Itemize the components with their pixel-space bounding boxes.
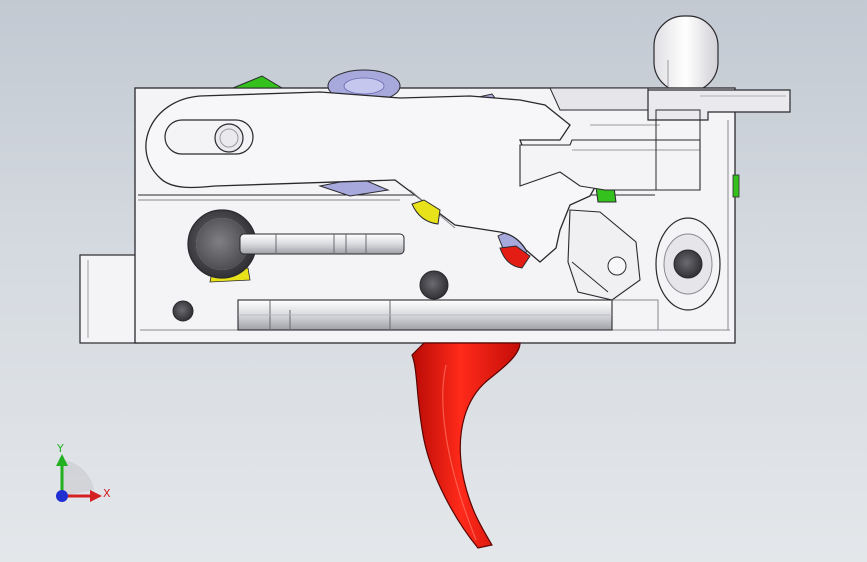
rear-mounting-tab [79, 254, 139, 344]
pivot-boss [655, 217, 721, 311]
sear[interactable] [567, 209, 659, 331]
hammer-lever[interactable] [145, 91, 599, 263]
hammer-pin [239, 233, 405, 255]
hammer-pin-bore [187, 209, 257, 279]
safety-selector-knob[interactable] [653, 15, 719, 93]
trigger-guide-rod [237, 299, 613, 331]
triad-x-label: X [103, 487, 111, 500]
trigger-blade[interactable] [411, 342, 521, 549]
triad-y-label: Y [57, 442, 64, 455]
coordinate-triad-icon [56, 454, 102, 502]
disconnector[interactable] [519, 109, 701, 191]
housing-holes [172, 270, 449, 322]
safety-lever-plate[interactable] [549, 87, 791, 121]
